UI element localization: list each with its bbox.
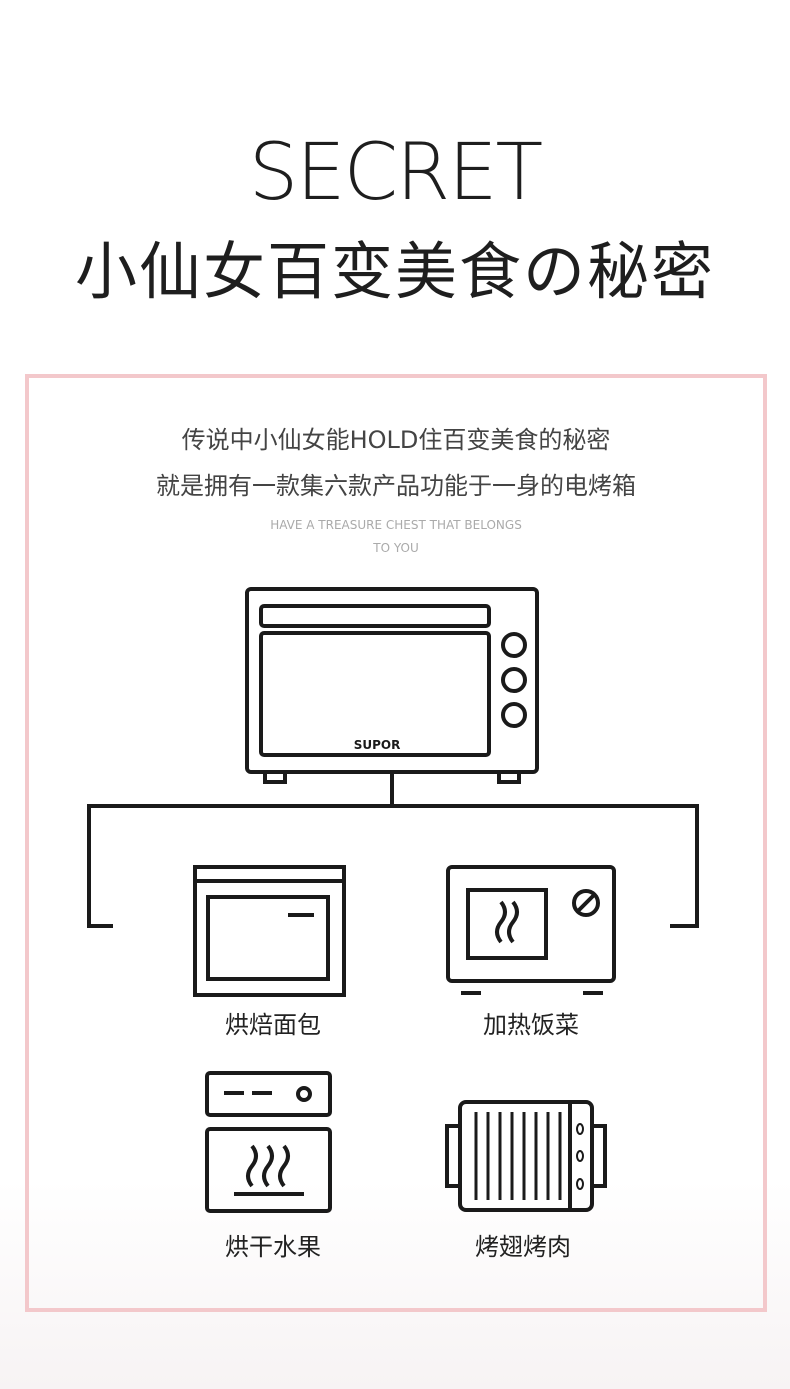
page-title-en: SECRET — [248, 128, 543, 218]
microwave-icon — [446, 865, 616, 995]
page-title-cn: 小仙女百变美食の秘密 — [74, 235, 715, 308]
oven-icon: SUPOR — [245, 587, 539, 784]
content-frame — [25, 374, 767, 1312]
function-label-drying: 烘干水果 — [225, 1233, 321, 1261]
intro-sub-line-1: HAVE A TREASURE CHEST THAT BELONGS — [270, 518, 522, 532]
grill-icon — [445, 1100, 607, 1212]
intro-line-1: 传说中小仙女能HOLD住百变美食的秘密 — [181, 426, 611, 454]
dryer-icon — [205, 1071, 332, 1213]
function-label-grilling: 烤翅烤肉 — [475, 1233, 571, 1261]
function-label-baking: 烘焙面包 — [225, 1011, 321, 1039]
intro-line-2: 就是拥有一款集六款产品功能于一身的电烤箱 — [156, 472, 636, 500]
baking-oven-icon — [193, 865, 346, 997]
function-label-heating: 加热饭菜 — [483, 1011, 579, 1039]
connector-lines — [87, 772, 699, 928]
oven-brand: SUPOR — [354, 738, 401, 752]
intro-sub-line-2: TO YOU — [373, 541, 419, 555]
